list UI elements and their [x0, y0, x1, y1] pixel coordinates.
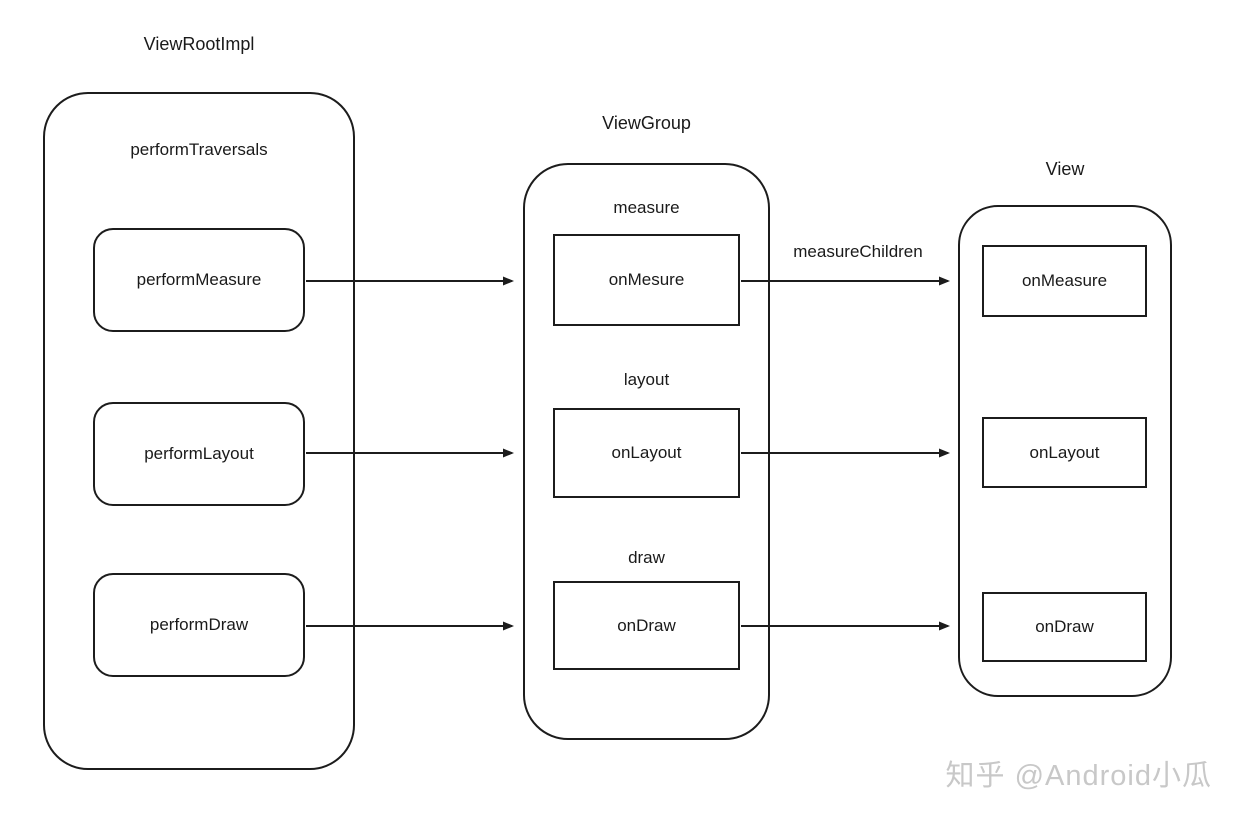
onmesure-box: onMesure: [553, 234, 740, 326]
view-onlayout-box: onLayout: [982, 417, 1147, 488]
onmesure-label: onMesure: [608, 270, 685, 289]
performlayout-box: performLayout: [93, 402, 305, 506]
measurechildren-label: measureChildren: [793, 242, 923, 261]
view-onmeasure-box: onMeasure: [982, 245, 1147, 317]
viewgroup-draw-label: draw: [628, 548, 665, 567]
viewgroup-title: ViewGroup: [602, 113, 691, 133]
viewgroup-ondraw-label: onDraw: [617, 615, 676, 635]
viewrootimpl-title: ViewRootImpl: [143, 34, 255, 54]
performdraw-box: performDraw: [93, 573, 305, 677]
performmeasure-box: performMeasure: [93, 228, 305, 332]
watermark-text: 知乎 @Android小瓜: [945, 760, 1212, 792]
performmeasure-label: performMeasure: [136, 270, 262, 289]
performdraw-label: performDraw: [149, 615, 249, 634]
view-onlayout-label: onLayout: [1029, 442, 1100, 462]
viewgroup-ondraw-box: onDraw: [553, 581, 740, 670]
view-ondraw-box: onDraw: [982, 592, 1147, 662]
viewgroup-onlayout-box: onLayout: [553, 408, 740, 498]
viewgroup-layout-label: layout: [623, 370, 670, 389]
view-title: View: [1045, 159, 1085, 179]
view-ondraw-label: onDraw: [1035, 617, 1094, 636]
viewgroup-measure-label: measure: [613, 198, 680, 217]
performlayout-label: performLayout: [144, 444, 254, 463]
viewgroup-onlayout-label: onLayout: [611, 443, 682, 462]
performtraversals-label: performTraversals: [130, 140, 268, 159]
view-onmeasure-label: onMeasure: [1021, 271, 1108, 290]
